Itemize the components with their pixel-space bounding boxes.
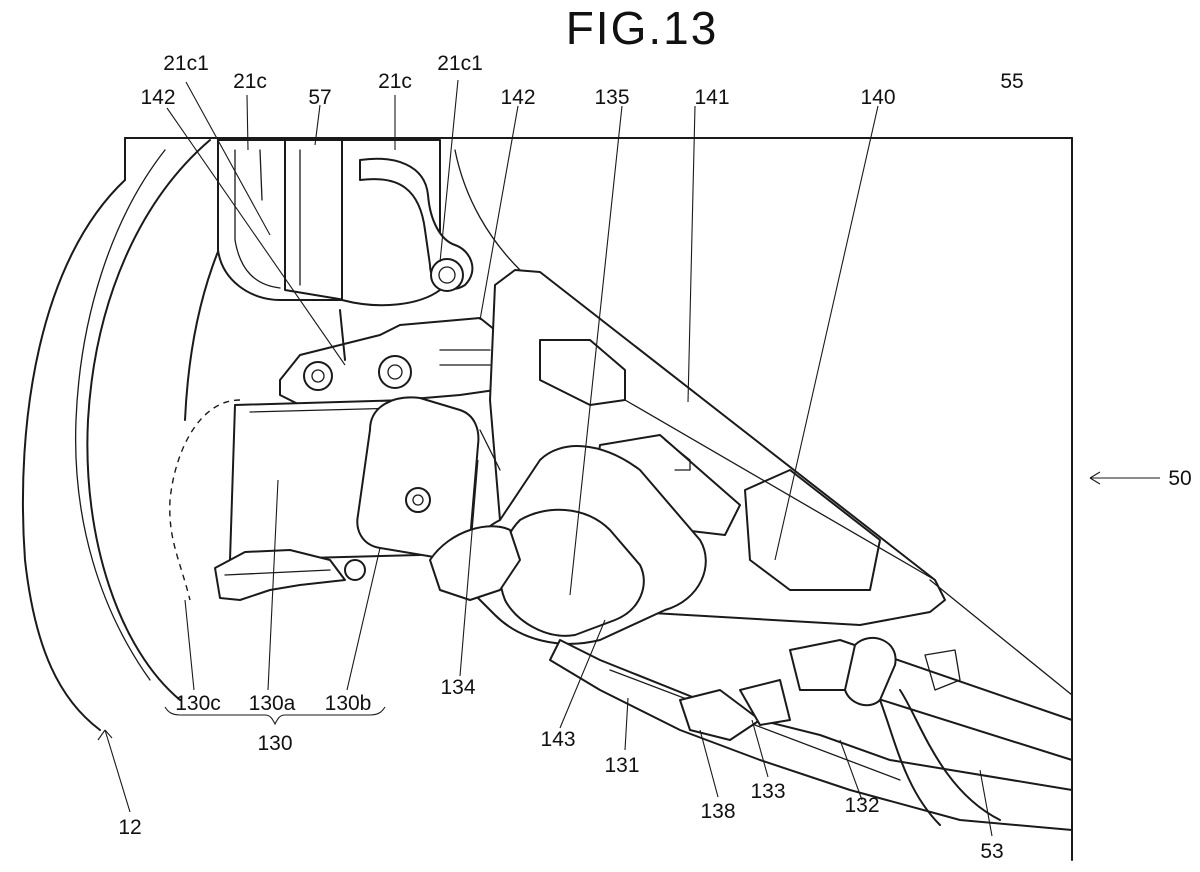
label-57: 57 — [308, 86, 331, 109]
figure-title: FIG.13 — [566, 2, 719, 54]
label-21c-b: 21c — [378, 70, 412, 93]
label-132: 132 — [844, 794, 879, 817]
label-131: 131 — [604, 754, 639, 777]
label-50: 50 — [1168, 467, 1191, 490]
frame-member-21c-right — [341, 139, 521, 307]
bracket-142 — [279, 309, 496, 406]
label-133: 133 — [750, 780, 785, 803]
label-130b: 130b — [325, 692, 372, 715]
label-143: 143 — [540, 728, 575, 751]
edge-line-53 — [929, 579, 1073, 696]
label-130c: 130c — [175, 692, 221, 715]
label-130: 130 — [257, 732, 292, 755]
label-142-b: 142 — [500, 86, 535, 109]
label-21c1-b: 21c1 — [437, 52, 483, 75]
swing-arm-131 — [549, 639, 1073, 831]
label-141: 141 — [694, 86, 729, 109]
exhaust-pipe-132 — [789, 636, 1073, 826]
label-140: 140 — [860, 86, 895, 109]
label-55: 55 — [1000, 70, 1023, 93]
label-134: 134 — [440, 676, 475, 699]
label-138: 138 — [700, 800, 735, 823]
reference-numerals: 21c1 21c 142 57 21c 21c1 142 135 141 140… — [118, 52, 1191, 863]
label-21c-a: 21c — [233, 70, 267, 93]
label-142-a: 142 — [140, 86, 175, 109]
label-135: 135 — [594, 86, 629, 109]
label-53: 53 — [980, 840, 1003, 863]
frame-member-57 — [284, 139, 346, 301]
label-12: 12 — [118, 816, 141, 839]
catalyst-box-130b — [356, 396, 480, 560]
leader-lines — [97, 79, 1160, 837]
dashed-outline-130c — [169, 399, 241, 601]
label-21c1-a: 21c1 — [163, 52, 209, 75]
label-130a: 130a — [249, 692, 296, 715]
mounting-clip — [214, 549, 366, 601]
